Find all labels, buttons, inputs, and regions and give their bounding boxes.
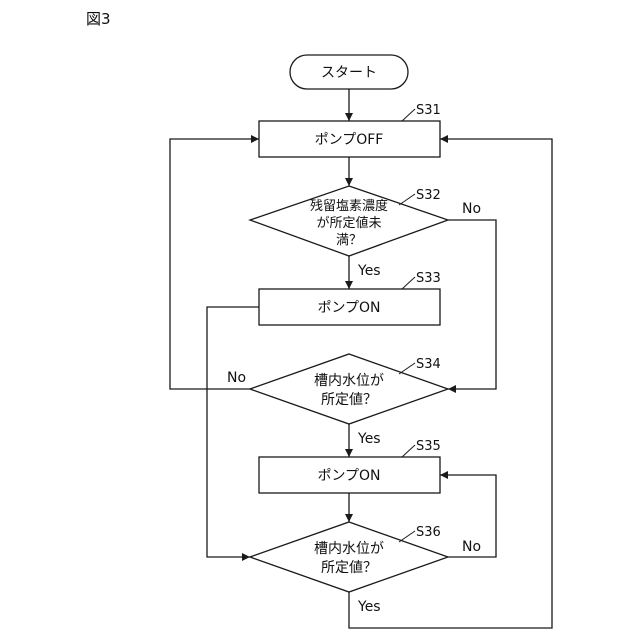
- decision-s36-line-1: 槽内水位が: [314, 541, 384, 557]
- leader-s36: [399, 531, 415, 542]
- branch-s34-no: No: [227, 370, 246, 386]
- step-s33: S33: [416, 271, 441, 286]
- leader-s32: [399, 194, 415, 205]
- leader-s33: [402, 277, 415, 289]
- branch-s32-yes: Yes: [357, 263, 381, 279]
- decision-s32-line-1: 残留塩素濃度: [310, 198, 388, 214]
- decision-s32-line-2: が所定値未: [316, 215, 381, 231]
- leader-s34: [399, 363, 415, 374]
- arrow-s34-no-to-s31: [170, 139, 259, 389]
- arrow-s32-no-to-s34: [448, 220, 496, 389]
- step-s34: S34: [416, 357, 441, 372]
- branch-s36-no: No: [462, 539, 481, 555]
- arrow-s33-to-s36: [207, 307, 259, 557]
- process-s31-label: ポンプOFF: [315, 132, 384, 148]
- leader-s35: [402, 445, 415, 457]
- process-s33-label: ポンプON: [317, 300, 380, 316]
- leader-s31: [402, 109, 415, 121]
- decision-s34-line-2: 所定値？: [321, 392, 377, 408]
- decision-s36-line-2: 所定値？: [321, 560, 377, 576]
- step-s32: S32: [416, 188, 441, 203]
- decision-s34-line-1: 槽内水位が: [314, 373, 384, 389]
- branch-s32-no: No: [462, 201, 481, 217]
- decision-s32-line-3: 満？: [336, 233, 362, 248]
- start-label: スタート: [321, 65, 377, 81]
- step-s35: S35: [416, 439, 441, 454]
- step-s36: S36: [416, 525, 441, 540]
- process-s35-label: ポンプON: [317, 468, 380, 484]
- branch-s36-yes: Yes: [357, 599, 381, 615]
- branch-s34-yes: Yes: [357, 431, 381, 447]
- step-s31: S31: [416, 103, 441, 118]
- figure-label: 図3: [86, 10, 111, 28]
